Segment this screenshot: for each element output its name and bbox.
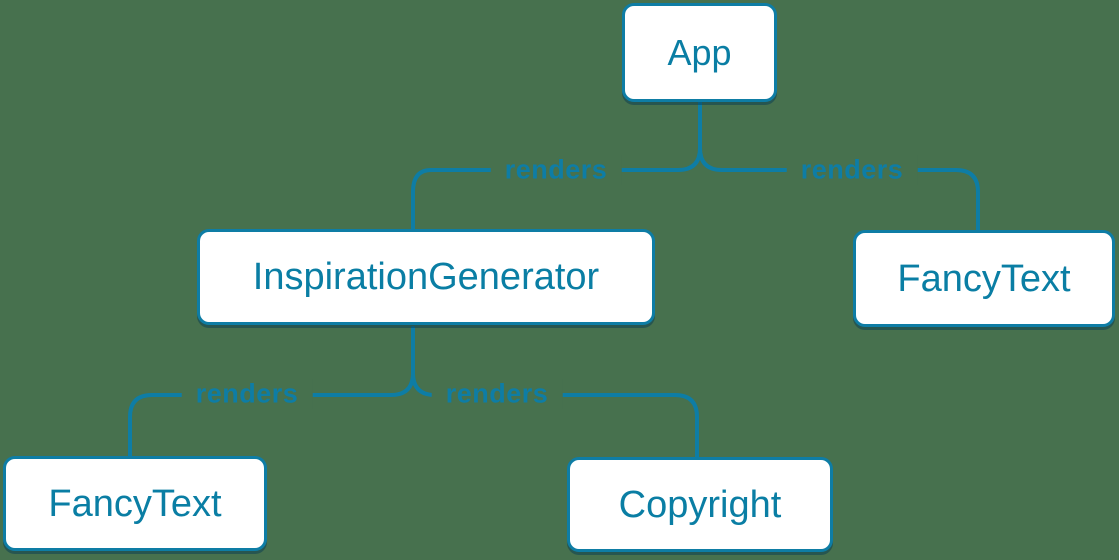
node-app-label: App (667, 31, 732, 73)
node-copyright: Copyright (567, 457, 833, 552)
node-inspiration-generator-label: InspirationGenerator (252, 256, 600, 298)
node-inspiration-generator: InspirationGenerator (197, 229, 655, 325)
edge-label-inspirationgenerator-copyright: renders (431, 378, 563, 410)
node-fancytext-top-right-label: FancyText (897, 257, 1071, 300)
edge-label-app-fancytext: renders (786, 154, 918, 186)
node-app: App (622, 3, 777, 102)
node-fancytext-bottom-left-label: FancyText (48, 482, 222, 525)
edge-label-inspirationgenerator-fancytext: renders (181, 378, 313, 410)
node-fancytext-bottom-left: FancyText (3, 456, 267, 551)
node-fancytext-top-right: FancyText (853, 230, 1115, 327)
node-copyright-label: Copyright (618, 483, 782, 526)
edge-label-app-inspirationgenerator: renders (490, 154, 622, 186)
